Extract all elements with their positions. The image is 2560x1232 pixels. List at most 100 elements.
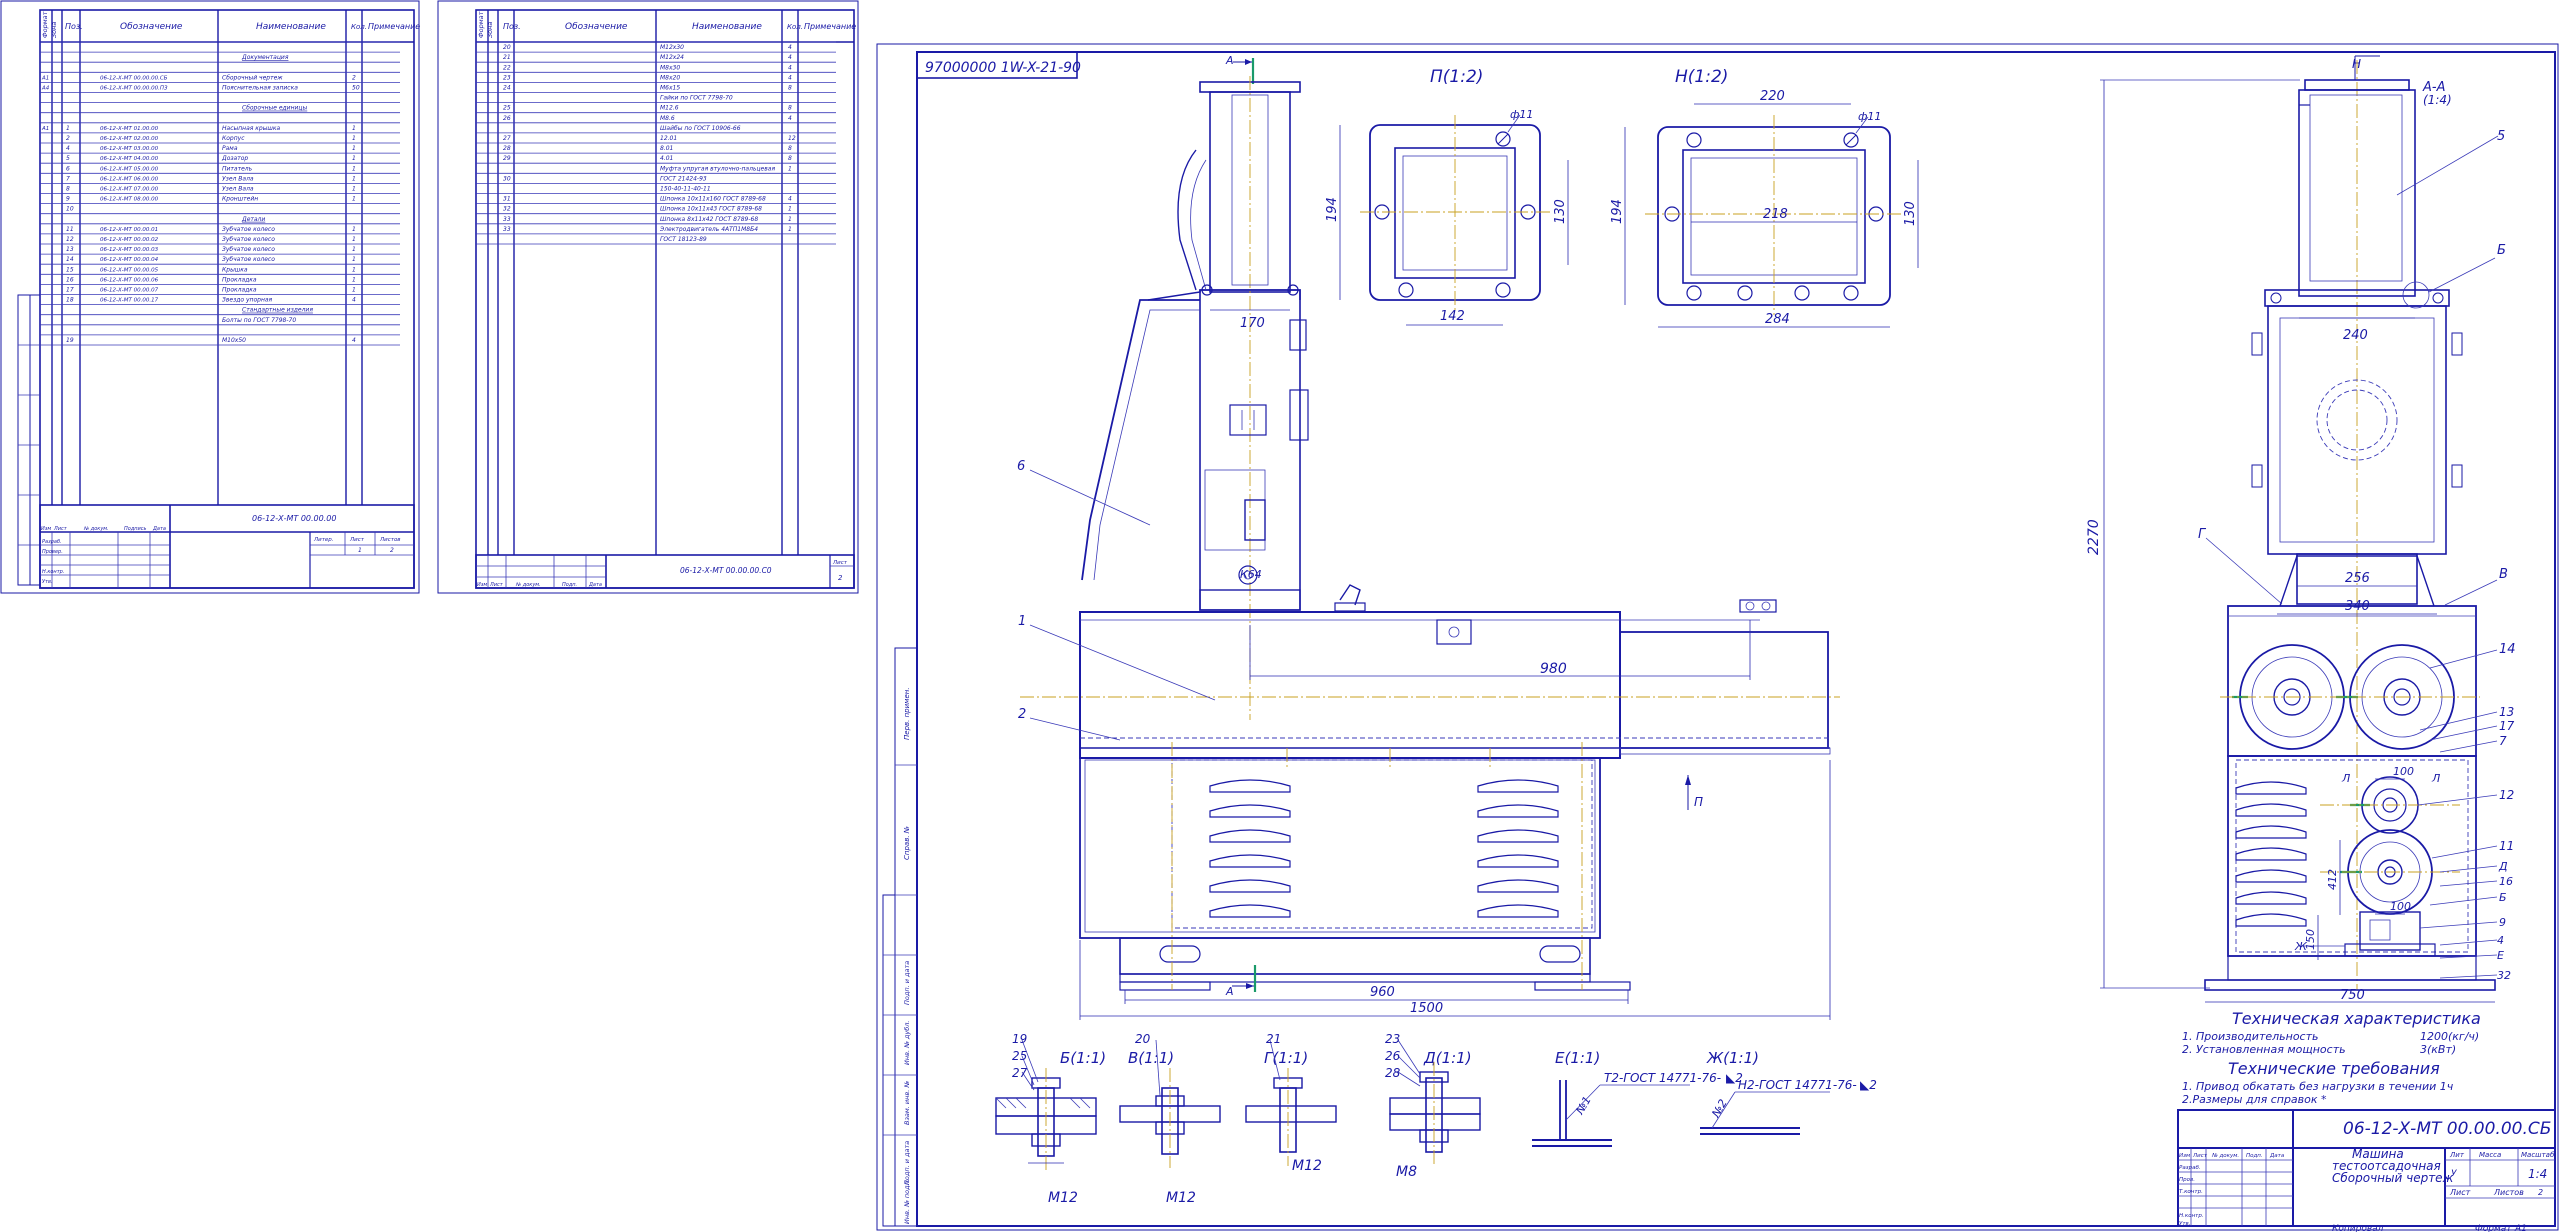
title-prov: Пров.: [2179, 1177, 2195, 1183]
row-designation: 06-12-Х-МТ 00.00.00.ПЗ: [100, 86, 168, 92]
row-designation: 06-12-Х-МТ 00.00.00.СБ: [100, 75, 168, 81]
aa-callout-l2: Л: [2431, 772, 2440, 785]
row-pos: 16: [66, 276, 74, 283]
row-name: Кронштейн: [222, 196, 258, 203]
margin-podp-data-2: Подп. и дата: [903, 1141, 911, 1185]
dim-k64: К64: [1240, 568, 1262, 581]
row-name: Зубчатое колесо: [222, 236, 275, 243]
vent-slot: [2235, 781, 2307, 795]
row-pos: 28: [503, 145, 511, 152]
margin-sprav: Справ. №: [903, 826, 911, 860]
sheet1-stamp-list: Лист: [53, 526, 68, 532]
sheet2-stamp-izm: Изм: [477, 582, 487, 588]
title-name-3: Сборочный чертеж: [2332, 1171, 2454, 1185]
detail-d-26: 26: [1385, 1049, 1401, 1063]
detail-zh-weld-sym: ◣2: [1860, 1078, 1877, 1092]
detail-b-25: 25: [1012, 1049, 1027, 1063]
row-designation: 06-12-Х-МТ 00.00.04: [100, 257, 159, 263]
row-qty: 8: [788, 105, 792, 112]
footer-copy: Копировал: [2332, 1224, 2384, 1232]
view-p-label: П(1:2): [1430, 67, 1483, 87]
row-format: А4: [41, 86, 50, 92]
row-name: Пояснительная записка: [222, 85, 298, 92]
vent-slot: [1477, 879, 1559, 893]
sheet2-header-note: Примечание: [804, 22, 856, 31]
row-format: А1: [41, 126, 49, 132]
tech-req-l1: 1. Привод обкатать без нагрузки в течени…: [2182, 1080, 2454, 1093]
callout-1: 1: [1018, 614, 1026, 629]
spec-row: Сборочные единицы: [242, 105, 307, 112]
spec-row: 10: [66, 206, 74, 213]
detail-v-20: 20: [1135, 1032, 1151, 1046]
title-scale-val: 1:4: [2528, 1167, 2547, 1181]
detail-g-dim: М12: [1292, 1158, 1322, 1174]
title-code: 06-12-Х-МТ 00.00.00.СБ: [2343, 1119, 2551, 1139]
title-lit: Лит: [2449, 1151, 2465, 1159]
row-designation: 06-12-Х-МТ 00.00.01: [100, 227, 158, 233]
row-qty: 1: [788, 206, 792, 213]
section-aa-scale: (1:4): [2423, 93, 2452, 107]
row-qty: 1: [352, 276, 356, 283]
aa-callout-l1: Л: [2341, 772, 2350, 785]
aa-callout-16: 16: [2499, 875, 2513, 888]
row-qty: 1: [352, 196, 356, 203]
row-pos: 2: [66, 135, 70, 142]
tech-req-l2: 2.Размеры для справок *: [2182, 1093, 2327, 1106]
aa-callout-5: 5: [2497, 129, 2505, 144]
sheet1-stamp-prov: Провер.: [42, 549, 63, 555]
aa-callout-e: Е: [2497, 949, 2504, 962]
detail-e-weld-sym: ◣2: [1726, 1071, 1743, 1085]
view-p-dim-phi: ф11: [1510, 108, 1533, 121]
section-a-top: А: [1225, 54, 1234, 67]
view-n-dim-130: 130: [1903, 201, 1918, 226]
row-pos: 5: [66, 155, 70, 162]
view-n-dim-218: 218: [1763, 207, 1788, 222]
row-pos: 19: [66, 337, 74, 344]
row-name: Сборочные единицы: [242, 105, 307, 112]
dim-980: 980: [1540, 661, 1567, 677]
row-qty: 1: [352, 165, 356, 172]
detail-e-label: Е(1:1): [1555, 1049, 1600, 1067]
row-name: Шпонка 8х11х42 ГОСТ 8789-68: [660, 216, 758, 223]
vent-slot: [1209, 904, 1291, 918]
row-qty: 4: [788, 74, 792, 81]
view-p-dim-194: 194: [1325, 197, 1340, 222]
row-qty: 1: [352, 236, 356, 243]
row-pos: 32: [503, 206, 511, 213]
row-name: 4.01: [660, 155, 673, 162]
row-name: Болты по ГОСТ 7798-70: [222, 317, 296, 324]
title-name-1: Машина: [2352, 1147, 2404, 1161]
tech-req-title: Технические требования: [2228, 1059, 2440, 1078]
row-name: М12.6: [660, 105, 679, 112]
row-name: Сборочный чертеж: [222, 74, 283, 81]
sheet1-title-block: 06-12-Х-МТ 00.00.00 Изм Лист № докум. По…: [39, 504, 415, 589]
drawing-top-code: 97000000 1W-X-21-90: [925, 60, 1081, 76]
row-name: Шайбы по ГОСТ 10906-66: [660, 125, 741, 132]
row-pos: 4: [66, 145, 70, 152]
aa-callout-g: Г: [2198, 527, 2207, 542]
aa-callout-17: 17: [2499, 719, 2515, 733]
footer-format-val: А1: [2514, 1224, 2527, 1232]
margin-perv-primen: Перв. примен.: [903, 687, 911, 740]
title-data: Дата: [2269, 1153, 2285, 1159]
sheet2-header-pos: Поз.: [503, 22, 521, 31]
aa-callout-d: Д: [2498, 860, 2508, 873]
detail-zh-n2: №2: [1709, 1097, 1730, 1120]
row-designation: 06-12-Х-МТ 08.00.00: [100, 197, 159, 203]
row-name: М6х15: [660, 85, 680, 92]
sheet2-stamp-ndoc: № докум.: [515, 582, 541, 588]
row-name: Насыпная крышка: [222, 125, 281, 132]
margin-podp-data-1: Подп. и дата: [903, 961, 911, 1005]
sheet2-title-code: 06-12-Х-МТ 00.00.00.С0: [680, 566, 772, 575]
spec-row: Болты по ГОСТ 7798-70: [222, 317, 296, 324]
